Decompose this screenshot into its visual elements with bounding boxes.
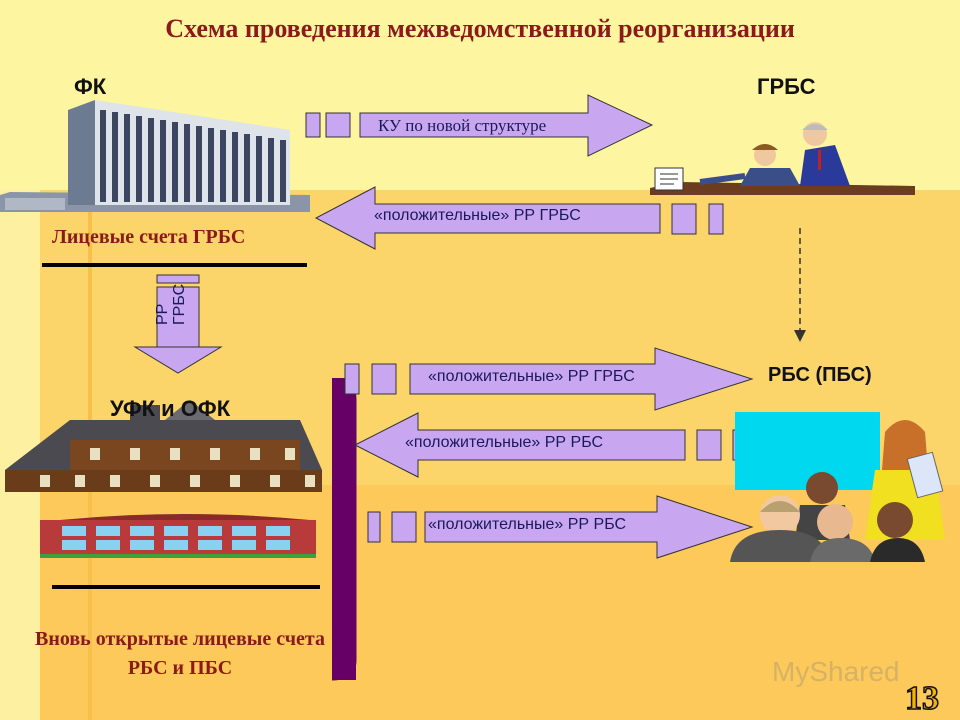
divider-bottom [52, 585, 320, 589]
arrow-rbs-left-label: «положительные» РР РБС [405, 434, 604, 451]
rbs-people-icon [730, 412, 945, 562]
divider-top [42, 263, 307, 267]
grbs-people-icon [650, 122, 915, 195]
node-rbs: РБС (ПБС) [768, 364, 872, 386]
arrow-rbs-right-1 [344, 347, 754, 411]
dashed-arrowhead [794, 330, 806, 342]
ufk-building-icon [5, 400, 322, 558]
node-ufk: УФК и ОФК [110, 396, 231, 421]
page-number: 13 [904, 679, 940, 718]
arrow-down-label: РР ГРБС [154, 284, 188, 325]
page-title: Схема проведения межведомственной реорга… [165, 14, 795, 43]
arrow-ku [305, 94, 654, 157]
watermark: MyShared [772, 656, 900, 687]
arrow-down-rr [133, 274, 223, 374]
arrow-rbs-right-2-label: «положительные» РР РБС [428, 516, 627, 533]
arrow-grbs-left-label: «положительные» РР ГРБС [374, 207, 581, 224]
bracket-bar [332, 378, 356, 680]
node-grbs: ГРБС [757, 74, 816, 99]
arrow-rbs-right-2 [367, 495, 754, 559]
arrow-down-label-line2: ГРБС [171, 283, 188, 325]
arrow-ku-label: КУ по новой структуре [378, 116, 547, 135]
arrow-down-label-line1: РР [154, 303, 171, 325]
node-fk: ФК [74, 74, 107, 99]
arrow-rbs-right-1-label: «положительные» РР ГРБС [428, 368, 635, 385]
label-accounts-grbs: Лицевые счета ГРБС [52, 226, 246, 248]
label-new-accounts: Вновь открытые лицевые счета РБС и ПБС [34, 628, 326, 679]
fk-building-icon [0, 100, 310, 212]
arrow-grbs-left [314, 186, 724, 250]
